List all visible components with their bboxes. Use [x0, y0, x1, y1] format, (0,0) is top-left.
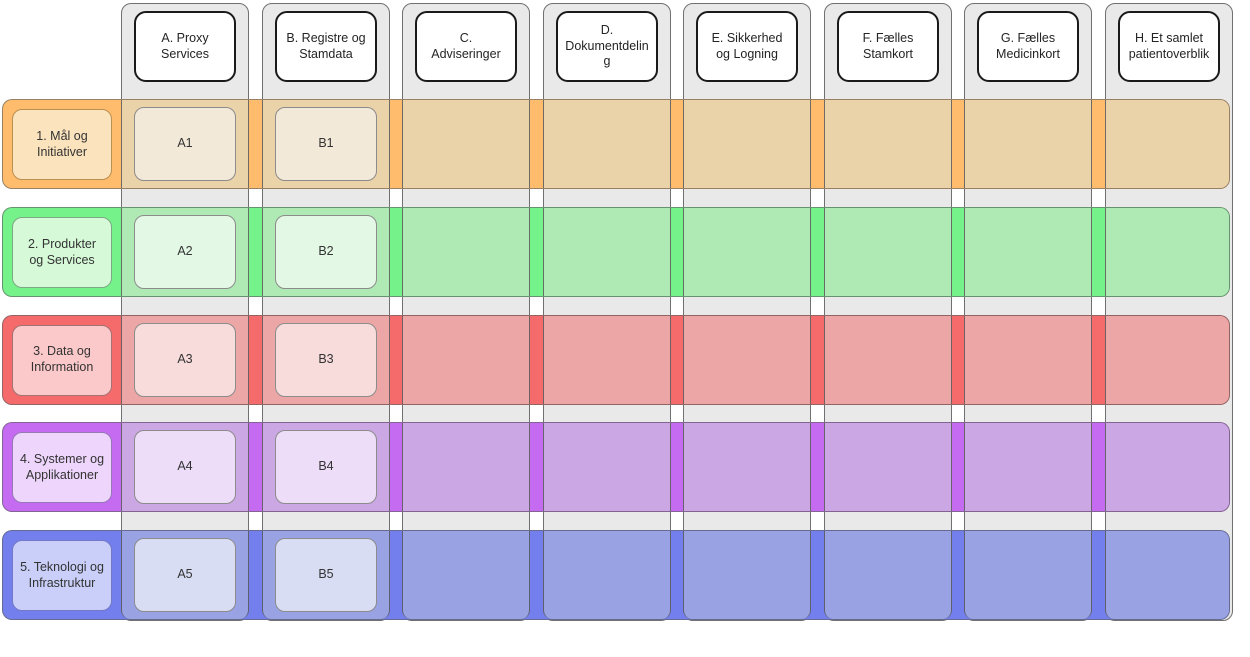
lane-band-overlap: [543, 315, 671, 404]
column-header-A[interactable]: A. Proxy Services: [134, 11, 236, 82]
lane-band-overlap: [543, 100, 671, 188]
lane-band-overlap: [683, 208, 811, 296]
lane-band-overlap: [1105, 100, 1229, 188]
lane-band-overlap: [824, 100, 952, 188]
cell-A1[interactable]: A1: [134, 107, 236, 181]
cell-A5[interactable]: A5: [134, 538, 236, 612]
row-label-2[interactable]: 2. Produkter og Services: [12, 217, 112, 288]
cell-A2[interactable]: A2: [134, 215, 236, 289]
cell-A3[interactable]: A3: [134, 322, 236, 397]
column-lane-A[interactable]: [121, 3, 249, 621]
lane-band-overlap: [683, 531, 811, 619]
column-header-label: H. Et samlet patientoverblik: [1128, 30, 1210, 61]
cell-label: B3: [318, 351, 334, 366]
column-header-label: F. Fælles Stamkort: [862, 30, 914, 61]
column-header-label: G. Fælles Medicinkort: [996, 30, 1060, 61]
row-label-text: 4. Systemer og Applikationer: [19, 451, 105, 482]
row-label-text: 5. Teknologi og Infrastruktur: [20, 559, 104, 590]
cell-label: A3: [177, 351, 193, 366]
lane-band-overlap: [824, 208, 952, 296]
cell-label: A5: [177, 567, 193, 582]
lane-band-overlap: [964, 423, 1092, 511]
cell-label: A4: [177, 459, 193, 474]
column-header-label: D. Dokumentdelin g: [565, 22, 649, 69]
column-header-G[interactable]: G. Fælles Medicinkort: [977, 11, 1079, 82]
cell-label: B4: [318, 459, 334, 474]
column-header-F[interactable]: F. Fælles Stamkort: [837, 11, 939, 82]
lane-band-overlap: [683, 100, 811, 188]
lane-band-overlap: [402, 208, 530, 296]
lane-band-overlap: [543, 208, 671, 296]
lane-band-overlap: [543, 531, 671, 619]
column-lane-H[interactable]: [1105, 3, 1233, 621]
column-lane-C[interactable]: [402, 3, 530, 621]
lane-band-overlap: [964, 531, 1092, 619]
column-header-E[interactable]: E. Sikkerhed og Logning: [696, 11, 798, 82]
column-header-label: E. Sikkerhed og Logning: [711, 30, 783, 61]
lane-band-overlap: [964, 100, 1092, 188]
lane-band-overlap: [402, 315, 530, 404]
cell-B5[interactable]: B5: [275, 538, 377, 612]
column-header-D[interactable]: D. Dokumentdelin g: [556, 11, 658, 82]
column-lane-F[interactable]: [824, 3, 952, 621]
lane-band-overlap: [402, 423, 530, 511]
cell-label: B2: [318, 244, 334, 259]
row-label-1[interactable]: 1. Mål og Initiativer: [12, 109, 112, 180]
row-label-3[interactable]: 3. Data og Information: [12, 324, 112, 396]
row-label-5[interactable]: 5. Teknologi og Infrastruktur: [12, 540, 112, 611]
lane-band-overlap: [402, 100, 530, 188]
column-lane-D[interactable]: [543, 3, 671, 621]
cell-B4[interactable]: B4: [275, 430, 377, 504]
row-label-4[interactable]: 4. Systemer og Applikationer: [12, 432, 112, 503]
lane-band-overlap: [683, 423, 811, 511]
lane-band-overlap: [824, 531, 952, 619]
cell-label: A1: [177, 136, 193, 151]
row-label-text: 1. Mål og Initiativer: [36, 128, 88, 159]
column-lane-E[interactable]: [683, 3, 811, 621]
lane-band-overlap: [824, 315, 952, 404]
column-header-label: B. Registre og Stamdata: [286, 30, 366, 61]
column-header-label: A. Proxy Services: [161, 30, 209, 61]
lane-band-overlap: [683, 315, 811, 404]
cell-B1[interactable]: B1: [275, 107, 377, 181]
cell-label: A2: [177, 244, 193, 259]
lane-band-overlap: [543, 423, 671, 511]
lane-band-overlap: [964, 315, 1092, 404]
column-header-C[interactable]: C. Adviseringer: [415, 11, 517, 82]
cell-label: B5: [318, 567, 334, 582]
lane-band-overlap: [964, 208, 1092, 296]
cell-A4[interactable]: A4: [134, 430, 236, 504]
column-lane-G[interactable]: [964, 3, 1092, 621]
row-label-text: 2. Produkter og Services: [27, 236, 97, 267]
lane-band-overlap: [1105, 423, 1229, 511]
column-header-label: C. Adviseringer: [431, 30, 501, 61]
cell-B3[interactable]: B3: [275, 322, 377, 397]
column-header-H[interactable]: H. Et samlet patientoverblik: [1118, 11, 1220, 82]
lane-band-overlap: [1105, 531, 1229, 619]
column-lane-B[interactable]: [262, 3, 390, 621]
cell-B2[interactable]: B2: [275, 215, 377, 289]
lane-band-overlap: [1105, 208, 1229, 296]
lane-band-overlap: [402, 531, 530, 619]
lane-band-overlap: [824, 423, 952, 511]
row-label-text: 3. Data og Information: [30, 344, 94, 374]
column-header-B[interactable]: B. Registre og Stamdata: [275, 11, 377, 82]
cell-label: B1: [318, 136, 334, 151]
lane-band-overlap: [1105, 315, 1229, 404]
